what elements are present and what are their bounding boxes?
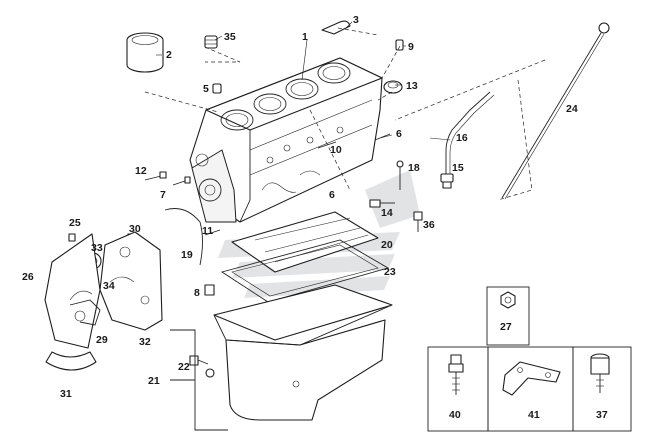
callout-9: 9 [408, 41, 414, 53]
drain-plug [189, 355, 215, 378]
callout-26: 26 [22, 271, 34, 283]
callout-37: 37 [596, 409, 608, 421]
rear-seal [164, 208, 203, 266]
callout-13: 13 [406, 80, 418, 92]
oil-pan [213, 284, 393, 421]
callout-21: 21 [148, 375, 160, 387]
callout-1: 1 [302, 31, 308, 43]
cap [383, 80, 403, 94]
callout-35: 35 [224, 31, 236, 43]
inset-bolt [590, 353, 610, 393]
callout-8: 8 [194, 287, 200, 299]
callout-41: 41 [528, 409, 540, 421]
timing-cover [44, 233, 101, 349]
callout-14: 14 [381, 207, 393, 219]
callout-11: 11 [202, 225, 213, 237]
callout-20: 20 [381, 239, 393, 251]
inset-boxes [427, 286, 632, 432]
inset-sensor [448, 354, 464, 395]
oil-baffle [231, 211, 379, 273]
stud [396, 160, 404, 190]
cover-seal [69, 299, 101, 326]
bolts [144, 133, 395, 208]
callout-10: 10 [330, 144, 342, 156]
cylinder-liner [126, 32, 164, 73]
callout-15: 15 [452, 162, 464, 174]
callout-5: 5 [203, 83, 209, 95]
drain-bolt [413, 211, 423, 232]
pulley-guard [45, 351, 97, 371]
pan-gasket [220, 239, 390, 303]
callout-36: 36 [423, 219, 435, 231]
callout-leaders [156, 21, 451, 141]
callout-33: 33 [91, 242, 103, 254]
callout-29: 29 [96, 334, 108, 346]
callout-labels: 1 2 3 35 9 5 13 24 6 16 10 18 15 12 7 6 … [22, 14, 608, 421]
dowel-pin [395, 39, 404, 51]
inset-nut [500, 291, 516, 309]
dipstick-tube [445, 91, 491, 175]
leader-lines [144, 27, 546, 201]
hose [321, 20, 351, 35]
callout-7: 7 [160, 189, 166, 201]
callout-22: 22 [178, 361, 190, 373]
callout-6b: 6 [329, 189, 335, 201]
dipstick [501, 22, 610, 200]
engine-block [189, 57, 383, 223]
callout-18: 18 [408, 162, 420, 174]
callout-40: 40 [449, 409, 461, 421]
callout-16: 16 [456, 132, 468, 144]
callout-31: 31 [60, 388, 72, 400]
callout-32: 32 [139, 336, 151, 348]
callout-27: 27 [500, 321, 512, 333]
callout-12: 12 [135, 165, 147, 177]
washer [204, 284, 215, 296]
callout-30: 30 [129, 223, 141, 235]
callout-6: 6 [396, 128, 402, 140]
cover-gasket [99, 231, 163, 331]
callout-24: 24 [566, 103, 578, 115]
callout-34: 34 [103, 280, 115, 292]
callout-23: 23 [384, 266, 396, 278]
core-plug [204, 35, 218, 49]
callout-25: 25 [69, 217, 81, 229]
inset-bracket [502, 361, 561, 396]
plug [212, 83, 222, 94]
callout-2: 2 [166, 49, 172, 61]
callout-3: 3 [353, 14, 359, 26]
fitting [440, 173, 454, 189]
callout-19: 19 [181, 249, 193, 261]
bolt-25 [68, 233, 76, 242]
